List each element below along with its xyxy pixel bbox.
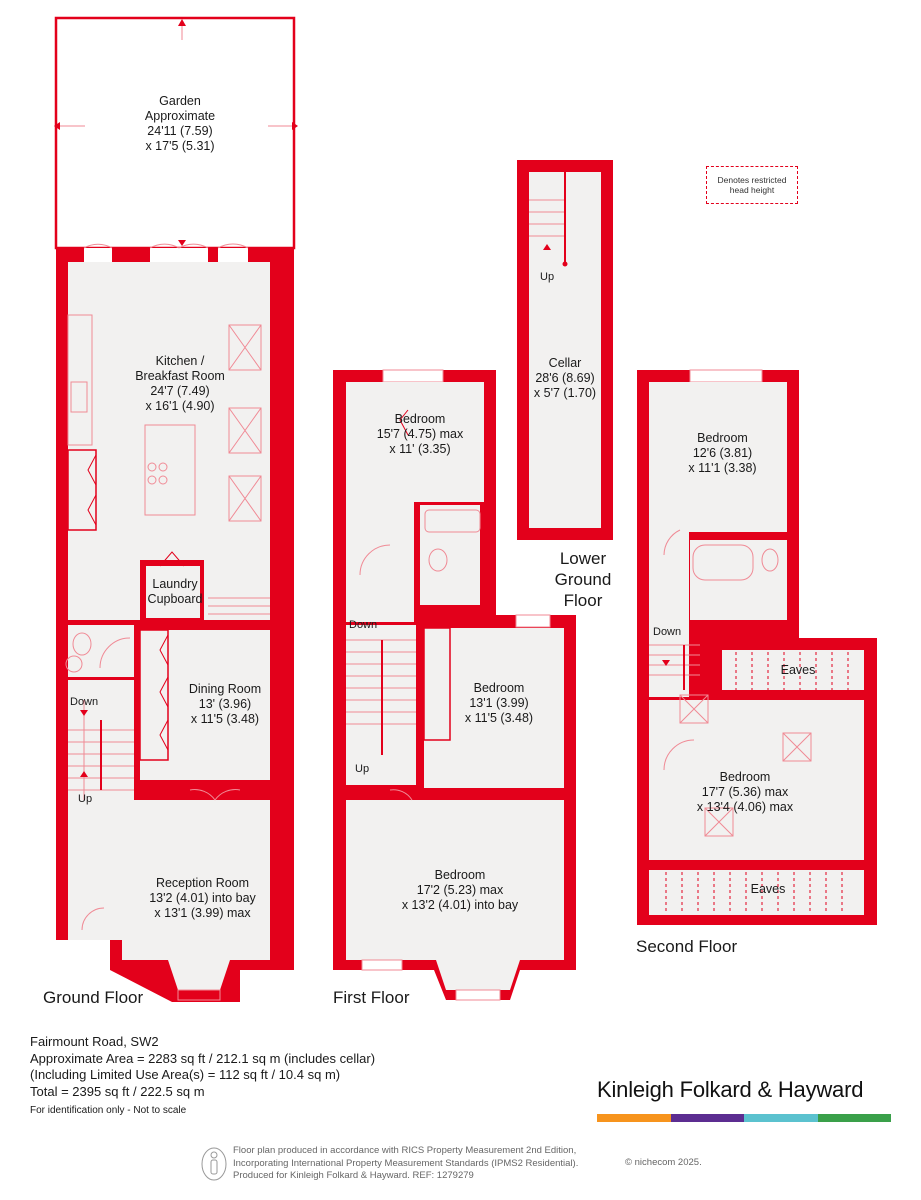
- room-dimension: 28'6 (8.69): [535, 371, 595, 385]
- room-label-reception: Reception Room 13'2 (4.01) into bay x 13…: [130, 876, 275, 921]
- floor-title-second: Second Floor: [636, 937, 738, 956]
- first-floor-plan: [333, 369, 576, 1001]
- total-area: Total = 2395 sq ft / 222.5 sq m: [30, 1083, 205, 1099]
- person-icon: [201, 1147, 227, 1181]
- ground-floor-plan: [54, 16, 298, 1002]
- room-dimension: 24'11 (7.59): [147, 124, 213, 138]
- credits-line: Produced for Kinleigh Folkard & Hayward.…: [233, 1170, 474, 1181]
- room-name: Bedroom: [434, 868, 486, 882]
- floor-title-line: Ground Floor: [554, 570, 612, 610]
- cellar-stairs-up-label: Up: [540, 271, 555, 283]
- room-name: Garden: [159, 94, 201, 108]
- room-name: Bedroom: [394, 412, 446, 426]
- room-dimension: x 11'5 (3.48): [464, 711, 534, 725]
- room-name: Kitchen /: [155, 354, 205, 368]
- room-dimension: x 13'4 (4.06) max: [696, 800, 794, 814]
- copyright: © nichecom 2025.: [625, 1157, 702, 1168]
- room-name: Cellar: [548, 356, 582, 370]
- room-label-cellar: Cellar 28'6 (8.69) x 5'7 (1.70): [525, 356, 605, 401]
- room-dimension: x 17'5 (5.31): [145, 139, 215, 153]
- room-name: Dining Room: [188, 682, 262, 696]
- brand-color-bar: [597, 1114, 891, 1122]
- disclaimer: For identification only - Not to scale: [30, 1105, 187, 1116]
- floor-title-line: Lower: [559, 549, 607, 568]
- room-dimension: 13' (3.96): [198, 697, 252, 711]
- address: Fairmount Road, SW2: [30, 1034, 159, 1049]
- property-info: Fairmount Road, SW2 Approximate Area = 2…: [30, 1034, 375, 1120]
- second-floor-plan: [637, 369, 877, 925]
- floor-title-ground: Ground Floor: [43, 988, 144, 1007]
- room-label-first-bedroom-rear: Bedroom 15'7 (4.75) max x 11' (3.35): [360, 412, 480, 457]
- brand-bar-orange: [597, 1114, 671, 1122]
- limited-use-area: (Including Limited Use Area(s) = 112 sq …: [30, 1067, 341, 1082]
- room-name: Reception Room: [155, 876, 250, 890]
- credits-line: Floor plan produced in accordance with R…: [233, 1145, 577, 1156]
- stairs-up-label: Up: [78, 793, 93, 805]
- room-dimension: x 11' (3.35): [389, 442, 451, 456]
- lower-ground-floor-plan: [517, 160, 613, 540]
- first-stairs-down-label: Down: [349, 619, 378, 631]
- credits: Floor plan produced in accordance with R…: [233, 1145, 702, 1183]
- room-dimension: x 11'1 (3.38): [688, 461, 757, 475]
- first-stairs-up-label: Up: [355, 763, 370, 775]
- room-name-cont: Cupboard: [147, 592, 203, 606]
- brand-bar-teal: [744, 1114, 818, 1122]
- brand-logo-text: Kinleigh Folkard & Hayward: [597, 1077, 864, 1102]
- stairs-down-label: Down: [70, 696, 99, 708]
- room-dimension: 17'2 (5.23) max: [416, 883, 504, 897]
- credits-line: Incorporating International Property Mea…: [233, 1157, 579, 1169]
- room-label-laundry: Laundry Cupboard: [140, 577, 210, 607]
- room-name: Bedroom: [719, 770, 771, 784]
- room-dimension: x 11'5 (3.48): [190, 712, 260, 726]
- room-label-garden: Garden Approximate 24'11 (7.59) x 17'5 (…: [110, 94, 250, 154]
- room-name: Bedroom: [697, 431, 748, 445]
- room-label-second-bedroom-front: Bedroom 17'7 (5.36) max x 13'4 (4.06) ma…: [680, 770, 810, 815]
- room-dimension: x 16'1 (4.90): [145, 399, 215, 413]
- brand-bar-green: [817, 1114, 891, 1122]
- room-label-first-bedroom-middle: Bedroom 13'1 (3.99) x 11'5 (3.48): [444, 681, 554, 726]
- room-dimension: x 5'7 (1.70): [533, 386, 597, 400]
- room-label-first-bedroom-front: Bedroom 17'2 (5.23) max x 13'2 (4.01) in…: [385, 868, 535, 913]
- room-dimension: x 13'2 (4.01) into bay: [401, 898, 519, 912]
- second-stairs-down-label: Down: [653, 626, 682, 638]
- room-dimension: 13'2 (4.01) into bay: [149, 891, 256, 905]
- room-dimension: 24'7 (7.49): [150, 384, 210, 398]
- room-dimension: 17'7 (5.36) max: [701, 785, 789, 799]
- room-dimension: 13'1 (3.99): [469, 696, 529, 710]
- brand-bar-purple: [670, 1114, 744, 1122]
- room-dimension: x 13'1 (3.99) max: [154, 906, 251, 920]
- floor-title-first: First Floor: [333, 988, 410, 1007]
- room-label-eaves-upper: Eaves: [780, 663, 816, 677]
- room-label-eaves-lower: Eaves: [750, 882, 786, 896]
- room-name-cont: Breakfast Room: [135, 369, 225, 383]
- room-name: Bedroom: [473, 681, 525, 695]
- restricted-head-height-legend: Denotes restricted head height: [706, 166, 798, 204]
- room-name: Laundry: [152, 577, 198, 591]
- room-label-kitchen: Kitchen / Breakfast Room 24'7 (7.49) x 1…: [110, 354, 250, 414]
- approximate-area: Approximate Area = 2283 sq ft / 212.1 sq…: [30, 1050, 376, 1066]
- room-label-dining: Dining Room 13' (3.96) x 11'5 (3.48): [170, 682, 280, 727]
- room-dimension: 15'7 (4.75) max: [376, 427, 464, 441]
- room-label-second-bedroom-rear: Bedroom 12'6 (3.81) x 11'1 (3.38): [660, 431, 785, 476]
- room-qualifier: Approximate: [144, 109, 216, 123]
- room-dimension: 12'6 (3.81): [692, 446, 753, 460]
- floor-title-lower-ground: Lower Ground Floor: [536, 548, 630, 611]
